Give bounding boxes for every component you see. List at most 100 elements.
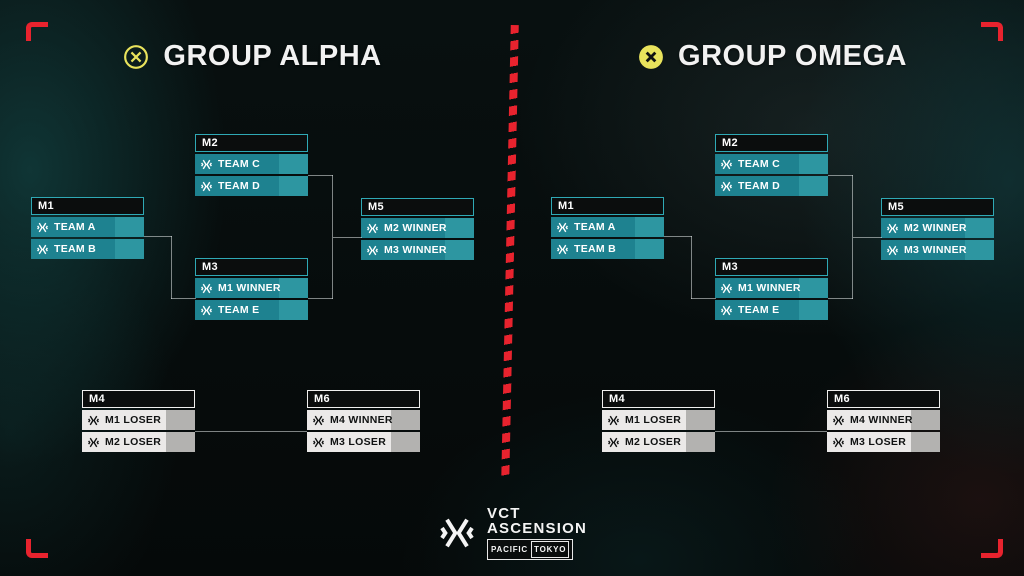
connector-line: [195, 431, 307, 432]
team-slot: M4 WINNER: [827, 410, 940, 430]
x-circle-filled-icon: [639, 44, 663, 69]
score-cell: [279, 278, 308, 298]
vct-logo-icon: [88, 437, 99, 447]
vct-logo-icon: [887, 245, 898, 255]
team-slot: M2 LOSER: [82, 432, 195, 452]
match-box-m5: M5 M2 WINNER M3 WINNER: [361, 198, 474, 260]
vct-logo-icon: [833, 437, 844, 447]
score-cell: [115, 239, 144, 259]
score-cell: [799, 300, 828, 320]
score-cell: [799, 176, 828, 196]
score-cell: [166, 410, 195, 430]
team-slot: M1 LOSER: [82, 410, 195, 430]
connector-line: [828, 175, 853, 176]
team-slot: TEAM E: [195, 300, 308, 320]
score-cell: [391, 432, 420, 452]
group-alpha-panel: GROUP ALPHA M1 TEAM A TEAM B M2 TEAM C: [0, 0, 505, 576]
connector-line: [144, 236, 172, 237]
team-slot: TEAM A: [551, 217, 664, 237]
vct-logo-icon: [440, 518, 474, 548]
score-cell: [911, 410, 940, 430]
event-brand: VCT ASCENSION PACIFIC TOKYO: [437, 506, 587, 560]
team-name: TEAM C: [738, 158, 781, 170]
score-cell: [115, 217, 144, 237]
vct-logo-icon: [833, 415, 844, 425]
score-cell: [686, 432, 715, 452]
match-id: M4: [82, 390, 195, 408]
team-slot: TEAM B: [551, 239, 664, 259]
score-cell: [445, 218, 474, 238]
team-name: M3 WINNER: [904, 244, 967, 256]
match-box-m1: M1 TEAM A TEAM B: [551, 197, 664, 259]
match-id: M6: [307, 390, 420, 408]
team-slot: M3 WINNER: [881, 240, 994, 260]
score-cell: [391, 410, 420, 430]
match-id: M5: [881, 198, 994, 216]
team-slot: M2 LOSER: [602, 432, 715, 452]
connector-line: [171, 298, 196, 299]
badge-pacific: PACIFIC: [491, 545, 529, 554]
team-name: M2 WINNER: [904, 222, 967, 234]
team-name: M3 LOSER: [850, 436, 907, 448]
badge-tokyo: TOKYO: [531, 541, 570, 558]
vct-logo-icon: [367, 245, 378, 255]
team-name: M1 WINNER: [218, 282, 281, 294]
vct-logo-icon: [313, 415, 324, 425]
vct-logo-icon: [721, 181, 732, 191]
team-slot: TEAM C: [715, 154, 828, 174]
team-slot: TEAM D: [195, 176, 308, 196]
team-name: M4 WINNER: [330, 414, 393, 426]
vct-logo-icon: [37, 244, 48, 254]
team-name: M3 LOSER: [330, 436, 387, 448]
match-id: M2: [715, 134, 828, 152]
vct-logo-icon: [721, 305, 732, 315]
connector-line: [691, 236, 692, 299]
match-box-m3: M3 M1 WINNER TEAM E: [715, 258, 828, 320]
connector-line: [828, 298, 853, 299]
team-name: TEAM E: [218, 304, 260, 316]
match-id: M1: [551, 197, 664, 215]
team-slot: M3 WINNER: [361, 240, 474, 260]
vct-logo-icon: [313, 437, 324, 447]
corner-accent-top-right: [981, 22, 1003, 41]
vct-logo-icon: [201, 283, 212, 293]
team-name: TEAM D: [738, 180, 781, 192]
team-slot: TEAM A: [31, 217, 144, 237]
team-slot: M3 LOSER: [307, 432, 420, 452]
team-slot: M1 WINNER: [715, 278, 828, 298]
score-cell: [635, 239, 664, 259]
match-box-m1: M1 TEAM A TEAM B: [31, 197, 144, 259]
team-slot: TEAM E: [715, 300, 828, 320]
vct-logo-icon: [721, 283, 732, 293]
match-box-m4: M4 M1 LOSER M2 LOSER: [602, 390, 715, 452]
score-cell: [279, 154, 308, 174]
match-id: M3: [715, 258, 828, 276]
team-slot: M2 WINNER: [361, 218, 474, 238]
vct-logo-icon: [557, 222, 568, 232]
vct-logo-icon: [608, 415, 619, 425]
team-name: TEAM B: [574, 243, 617, 255]
score-cell: [279, 300, 308, 320]
team-name: M1 LOSER: [105, 414, 162, 426]
match-box-m6: M6 M4 WINNER M3 LOSER: [307, 390, 420, 452]
corner-accent-bottom-right: [981, 539, 1003, 558]
connector-line: [333, 237, 362, 238]
vct-logo-icon: [37, 222, 48, 232]
score-cell: [965, 240, 994, 260]
group-title-text: GROUP OMEGA: [678, 40, 907, 72]
match-id: M5: [361, 198, 474, 216]
score-cell: [965, 218, 994, 238]
team-name: M4 WINNER: [850, 414, 913, 426]
team-name: TEAM B: [54, 243, 97, 255]
corner-accent-top-left: [26, 22, 48, 41]
vct-logo-icon: [201, 305, 212, 315]
match-id: M1: [31, 197, 144, 215]
score-cell: [799, 278, 828, 298]
team-name: TEAM C: [218, 158, 261, 170]
corner-accent-bottom-left: [26, 539, 48, 558]
connector-line: [691, 298, 716, 299]
match-box-m4: M4 M1 LOSER M2 LOSER: [82, 390, 195, 452]
connector-line: [664, 236, 692, 237]
team-slot: M2 WINNER: [881, 218, 994, 238]
